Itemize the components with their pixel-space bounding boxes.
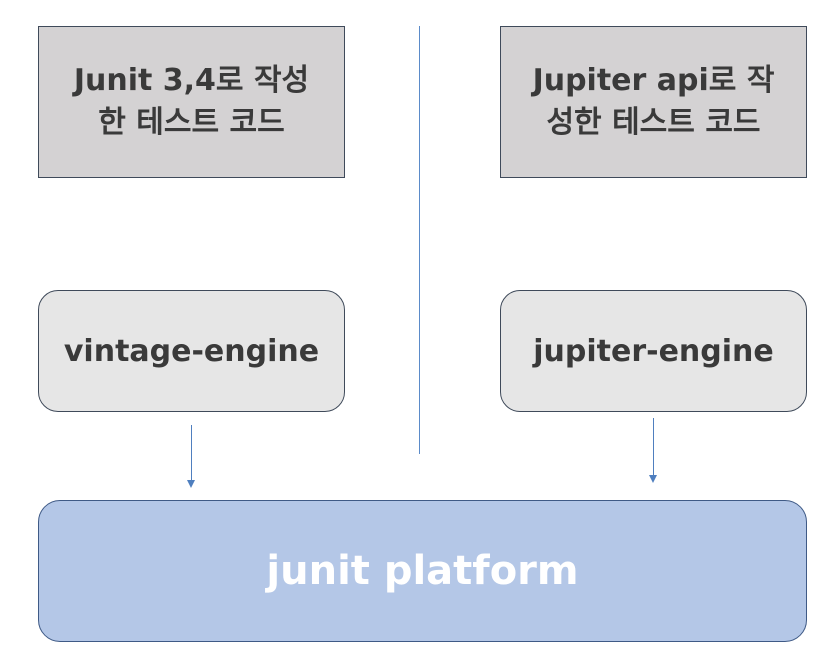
- jupiter-test-code-label: Jupiter api로 작 성한 테스트 코드: [532, 63, 775, 140]
- jupiter-engine-label: jupiter-engine: [533, 333, 774, 369]
- jupiter-test-code-box: Jupiter api로 작 성한 테스트 코드: [500, 26, 807, 178]
- vintage-engine-label: vintage-engine: [63, 333, 320, 369]
- junit-platform-label: junit platform: [266, 548, 579, 594]
- junit34-test-code-box: Junit 3,4로 작성 한 테스트 코드: [38, 26, 345, 178]
- column-divider-line: [419, 26, 420, 454]
- junit34-test-code-label: Junit 3,4로 작성 한 테스트 코드: [73, 63, 310, 140]
- jupiter-engine-box: jupiter-engine: [500, 290, 807, 412]
- junit-platform-box: junit platform: [38, 500, 807, 642]
- vintage-engine-box: vintage-engine: [38, 290, 345, 412]
- jupiter-to-platform-arrow: [649, 418, 657, 483]
- vintage-to-platform-arrow: [187, 425, 195, 488]
